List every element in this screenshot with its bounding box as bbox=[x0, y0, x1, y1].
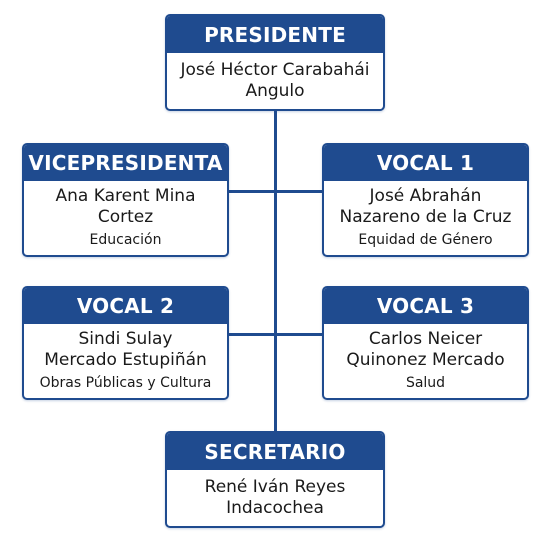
president-card: PRESIDENTE José Héctor Carabahái Angulo bbox=[165, 14, 385, 111]
vocal1-area: Equidad de Género bbox=[358, 232, 493, 248]
vocal3-card: VOCAL 3 Carlos Neicer Quinonez Mercado S… bbox=[322, 286, 529, 400]
vocal1-title: VOCAL 1 bbox=[324, 145, 527, 181]
connector-line-row1 bbox=[228, 190, 323, 193]
vocal2-name-line2: Mercado Estupiñán bbox=[44, 350, 207, 370]
vocal3-name-line1: Carlos Neicer bbox=[368, 329, 483, 349]
vocal1-name-line2: Nazareno de la Cruz bbox=[339, 207, 512, 227]
vicepresident-body: Ana Karent Mina Cortez Educación bbox=[24, 181, 227, 255]
vocal3-title: VOCAL 3 bbox=[324, 288, 527, 324]
secretary-body: René Iván Reyes Indacochea bbox=[167, 470, 383, 526]
vocal3-area: Salud bbox=[405, 375, 446, 391]
secretary-name-line2: Indacochea bbox=[226, 498, 324, 518]
vocal1-name-line1: José Abrahán bbox=[369, 186, 482, 206]
vicepresident-title: VICEPRESIDENTA bbox=[24, 145, 227, 181]
vocal3-name-line2: Quinonez Mercado bbox=[346, 350, 505, 370]
vocal2-body: Sindi Sulay Mercado Estupiñán Obras Públ… bbox=[24, 324, 227, 398]
secretary-name-line1: René Iván Reyes bbox=[204, 477, 346, 497]
vertical-connector-line bbox=[274, 110, 277, 432]
president-body: José Héctor Carabahái Angulo bbox=[167, 53, 383, 109]
president-name-line2: Angulo bbox=[245, 81, 305, 101]
vocal2-area: Obras Públicas y Cultura bbox=[39, 375, 212, 391]
vocal1-body: José Abrahán Nazareno de la Cruz Equidad… bbox=[324, 181, 527, 255]
vocal2-name-line1: Sindi Sulay bbox=[78, 329, 173, 349]
vocal3-body: Carlos Neicer Quinonez Mercado Salud bbox=[324, 324, 527, 398]
president-title: PRESIDENTE bbox=[167, 16, 383, 53]
secretary-title: SECRETARIO bbox=[167, 433, 383, 470]
connector-line-row2 bbox=[228, 333, 323, 336]
vocal2-title: VOCAL 2 bbox=[24, 288, 227, 324]
vicepresident-area: Educación bbox=[89, 232, 162, 248]
president-name-line1: José Héctor Carabahái bbox=[180, 60, 370, 80]
vicepresident-card: VICEPRESIDENTA Ana Karent Mina Cortez Ed… bbox=[22, 143, 229, 257]
vicepresident-name-line2: Cortez bbox=[97, 207, 154, 227]
vocal2-card: VOCAL 2 Sindi Sulay Mercado Estupiñán Ob… bbox=[22, 286, 229, 400]
secretary-card: SECRETARIO René Iván Reyes Indacochea bbox=[165, 431, 385, 528]
vocal1-card: VOCAL 1 José Abrahán Nazareno de la Cruz… bbox=[322, 143, 529, 257]
vicepresident-name-line1: Ana Karent Mina bbox=[55, 186, 196, 206]
